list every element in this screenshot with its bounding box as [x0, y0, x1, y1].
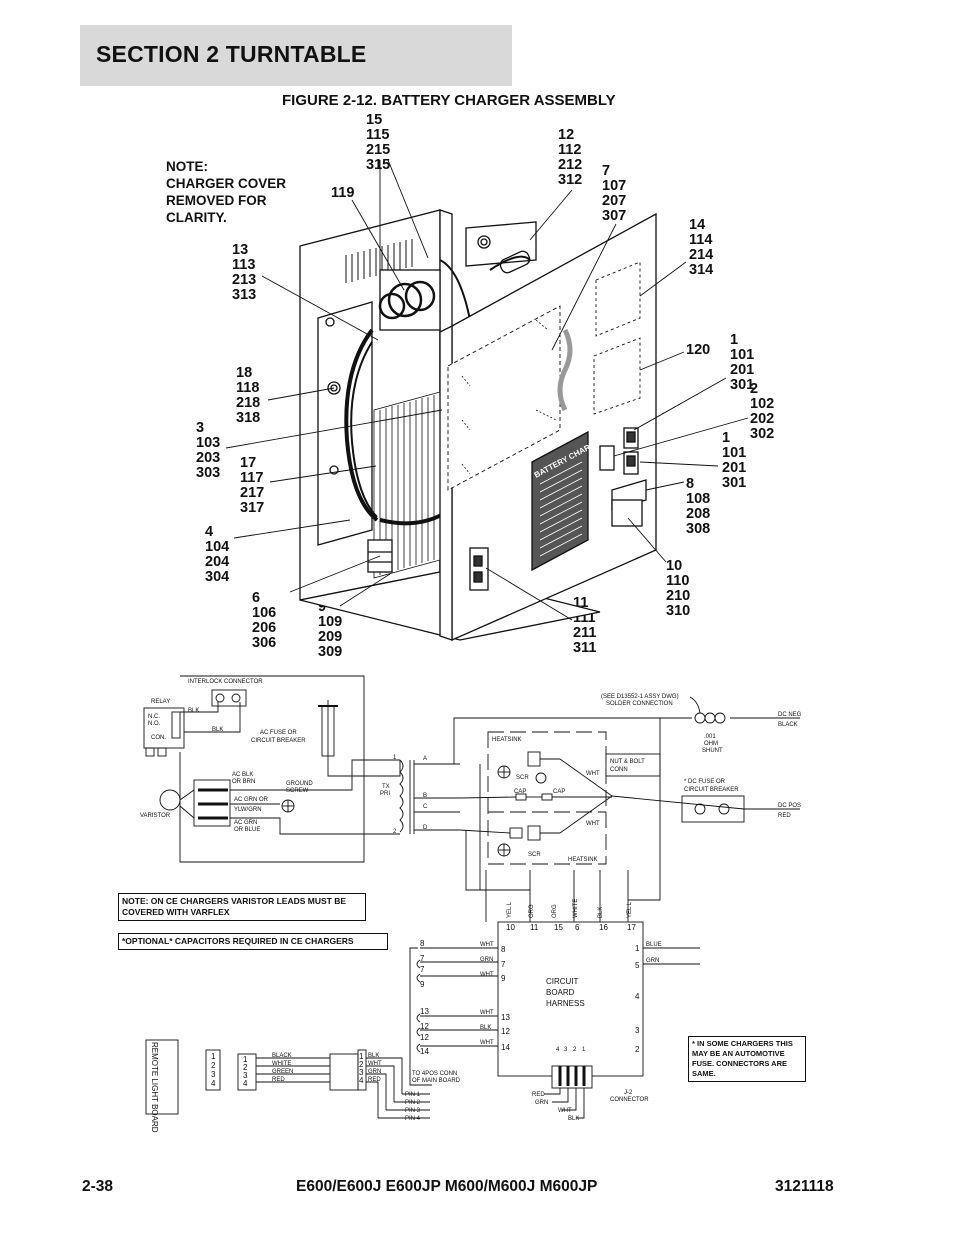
page-number: 2-38 [82, 1178, 114, 1195]
callout-7: 7 107 207 307 [602, 163, 627, 224]
callout-14: 14 114 214 314 [689, 217, 714, 278]
document-number: 3121118 [775, 1178, 834, 1195]
model-list: E600/E600J E600JP M600/M600J M600JP [296, 1178, 598, 1195]
callout-13: 13 113 213 313 [232, 242, 257, 303]
callout-4: 4 104 204 304 [205, 524, 230, 585]
capacitor-note: *OPTIONAL* CAPACITORS REQUIRED IN CE CHA… [118, 933, 388, 950]
callout-3: 3 103 203 303 [196, 420, 221, 481]
callout-6: 6 106 206 306 [252, 590, 277, 651]
section-title: SECTION 2 TURNTABLE [96, 41, 367, 67]
callout-12: 12 112 212 312 [558, 127, 583, 188]
varistor-note: NOTE: ON CE CHARGERS VARISTOR LEADS MUST… [118, 893, 366, 921]
callout-9: 9 109 209 309 [318, 599, 343, 660]
section-header: SECTION 2 TURNTABLE [80, 25, 512, 86]
cover-note: NOTE: CHARGER COVER REMOVED FOR CLARITY. [166, 159, 287, 225]
fuse-note: * IN SOME CHARGERS THIS MAY BE AN AUTOMO… [688, 1036, 806, 1082]
callout-10: 10 110 210 310 [666, 558, 691, 619]
callout-18: 18 118 218 318 [236, 365, 261, 426]
callout-17: 17 117 217 317 [240, 455, 265, 516]
callout-1a: 1 101 201 301 [730, 332, 755, 393]
callout-119: 119 [331, 185, 355, 201]
callout-8: 8 108 208 308 [686, 476, 711, 537]
callout-1b: 1 101 201 301 [722, 430, 747, 491]
callout-120: 120 [686, 342, 711, 358]
callout-15: 15 115 215 315 [366, 112, 391, 173]
figure-title: FIGURE 2-12. BATTERY CHARGER ASSEMBLY [282, 92, 616, 109]
callout-2: 2 102 202 302 [750, 381, 775, 442]
callout-11: 11 111 211 311 [573, 595, 597, 656]
